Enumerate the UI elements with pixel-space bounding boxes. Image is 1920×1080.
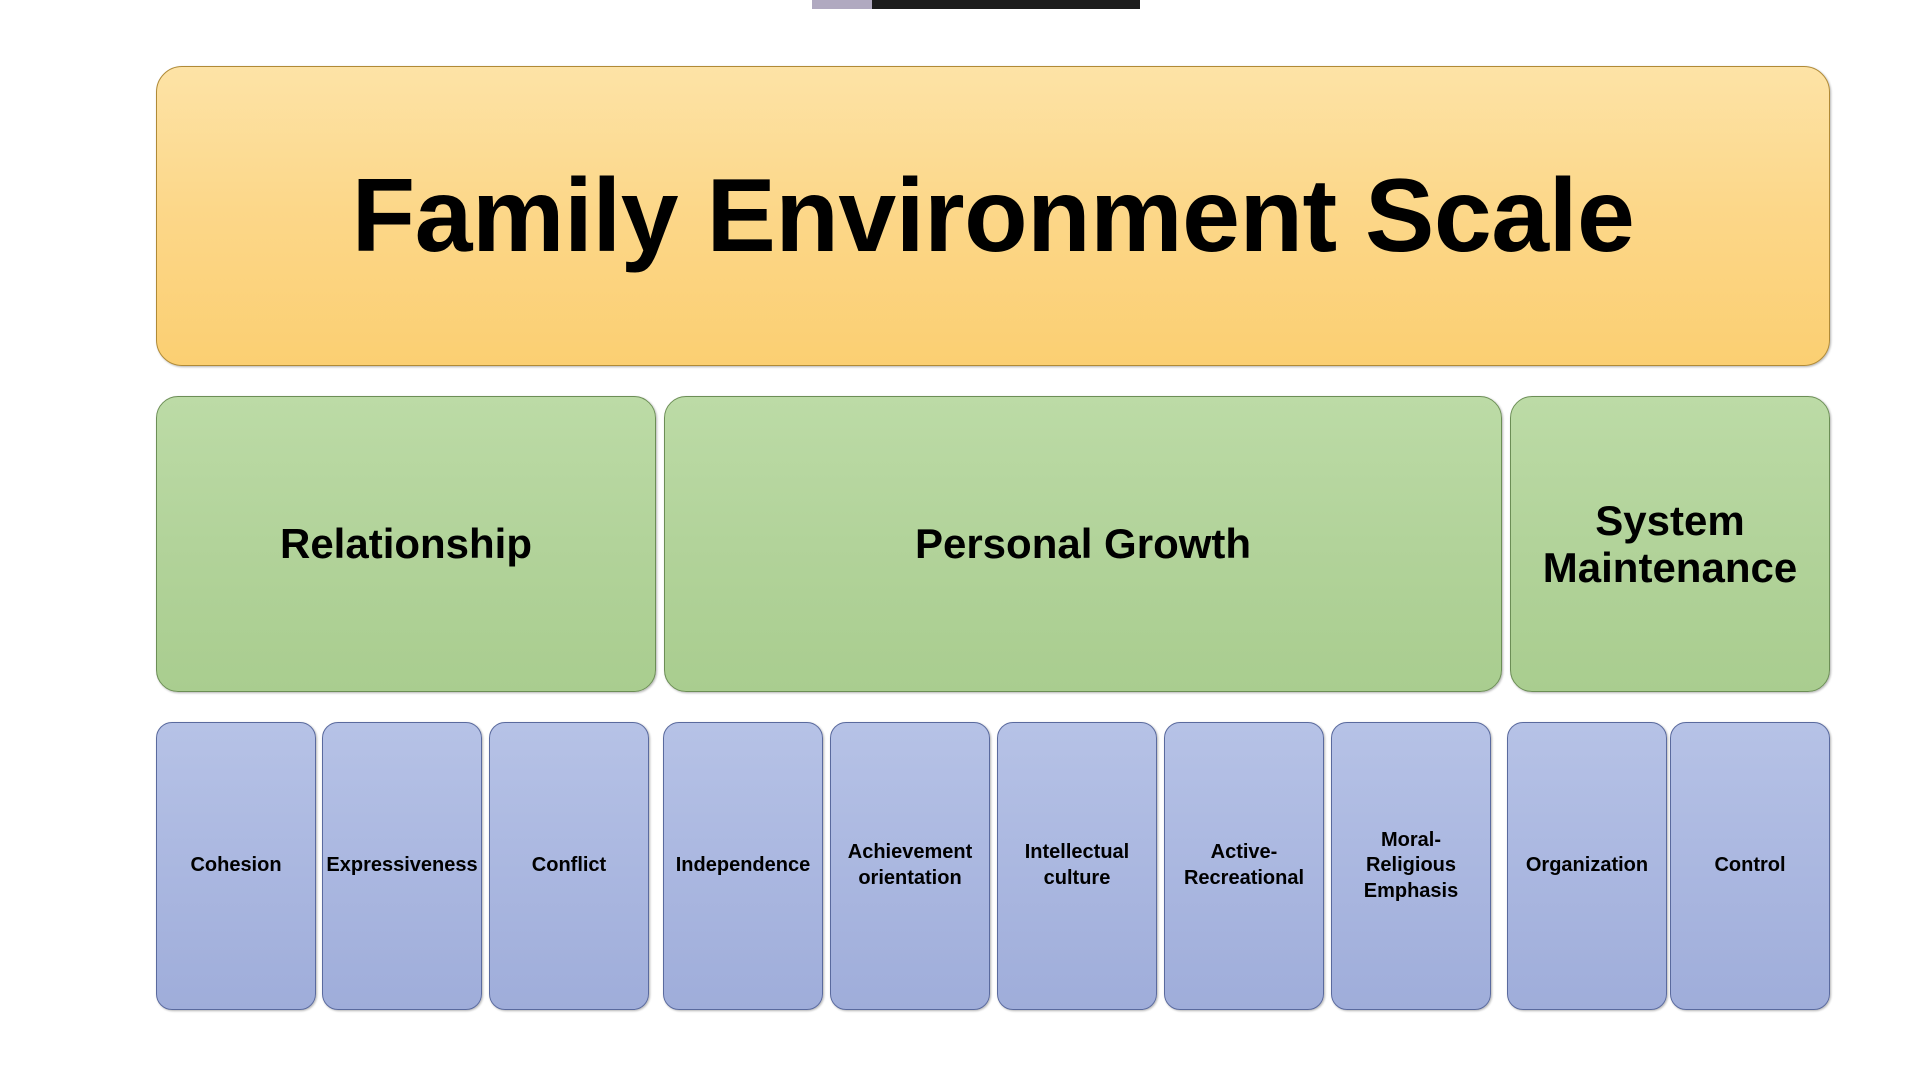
- subscale-box-independence: Independence: [663, 722, 823, 1010]
- subscale-box-conflict: Conflict: [489, 722, 649, 1010]
- category-box-personal-growth: Personal Growth: [664, 396, 1502, 692]
- diagram-title-label: Family Environment Scale: [351, 157, 1635, 274]
- subscale-label-active-recreational: Active- Recreational: [1183, 841, 1305, 889]
- category-label-relationship: Relationship: [279, 520, 533, 568]
- subscale-box-cohesion: Cohesion: [156, 722, 316, 1010]
- top-edge-artifact-strip: [0, 0, 1920, 10]
- subscale-box-active-recreational: Active- Recreational: [1164, 722, 1324, 1010]
- subscale-label-independence: Independence: [675, 854, 811, 877]
- subscale-label-cohesion: Cohesion: [190, 854, 282, 877]
- purple-strip-segment: [812, 0, 872, 9]
- subscale-label-organization: Organization: [1525, 854, 1649, 877]
- subscale-box-moral-religious-emphasis: Moral- Religious Emphasis: [1331, 722, 1491, 1010]
- diagram-title-box: Family Environment Scale: [156, 66, 1830, 366]
- subscale-box-achievement-orientation: Achievement orientation: [830, 722, 990, 1010]
- subscale-box-organization: Organization: [1507, 722, 1667, 1010]
- category-box-system-maintenance: System Maintenance: [1510, 396, 1830, 692]
- subscale-label-conflict: Conflict: [531, 854, 607, 877]
- subscale-box-control: Control: [1670, 722, 1830, 1010]
- category-label-system-maintenance: System Maintenance: [1542, 496, 1798, 591]
- subscale-label-control: Control: [1714, 854, 1786, 877]
- subscale-label-moral-religious-emphasis: Moral- Religious Emphasis: [1363, 828, 1459, 902]
- subscale-label-intellectual-culture: Intellectual culture: [1024, 841, 1130, 889]
- subscale-label-achievement-orientation: Achievement orientation: [847, 841, 973, 889]
- category-box-relationship: Relationship: [156, 396, 656, 692]
- subscale-box-intellectual-culture: Intellectual culture: [997, 722, 1157, 1010]
- subscale-label-expressiveness: Expressiveness: [326, 854, 478, 877]
- subscale-box-expressiveness: Expressiveness: [322, 722, 482, 1010]
- category-label-personal-growth: Personal Growth: [914, 520, 1252, 568]
- dark-strip-segment: [872, 0, 1140, 9]
